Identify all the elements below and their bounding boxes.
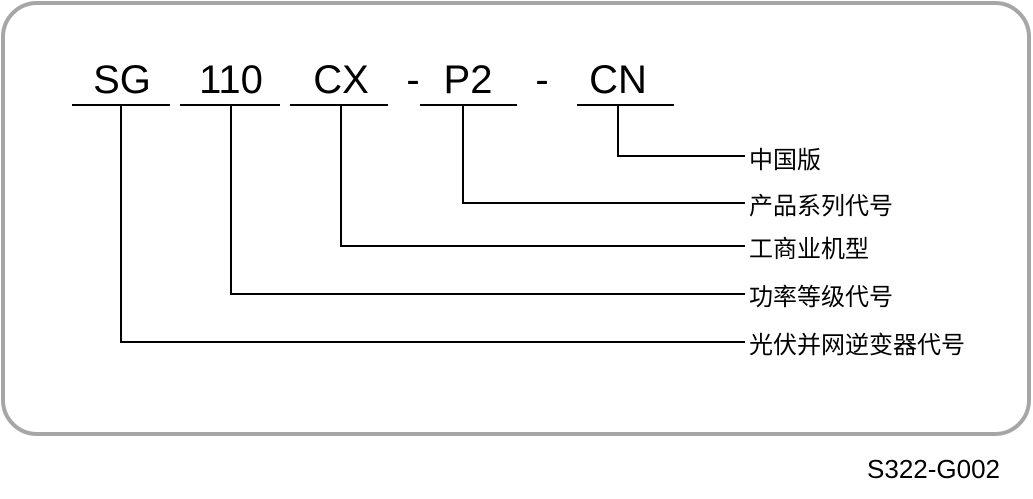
- leader-line-p2: [462, 105, 745, 204]
- diagram-frame: [1, 1, 1031, 436]
- figure-id: S322-G002: [867, 454, 1000, 484]
- code-separator-1: -: [406, 58, 419, 102]
- meaning-label-sg: 光伏并网逆变器代号: [749, 331, 965, 359]
- meaning-label-p2: 产品系列代号: [749, 192, 893, 220]
- code-segment-cx: CX: [313, 58, 369, 102]
- meaning-label-cx: 工商业机型: [749, 235, 869, 263]
- leader-line-sg: [120, 105, 745, 343]
- code-segment-cn: CN: [589, 58, 647, 102]
- code-segment-p2: P2: [444, 58, 493, 102]
- meaning-label-110: 功率等级代号: [749, 283, 893, 311]
- leader-line-110: [230, 105, 745, 295]
- meaning-label-cn: 中国版: [749, 146, 821, 174]
- code-segment-sg: SG: [93, 58, 151, 102]
- code-segment-110: 110: [199, 58, 263, 102]
- code-separator-2: -: [535, 58, 548, 102]
- leader-line-cx: [340, 105, 745, 247]
- leader-line-cn: [617, 105, 745, 157]
